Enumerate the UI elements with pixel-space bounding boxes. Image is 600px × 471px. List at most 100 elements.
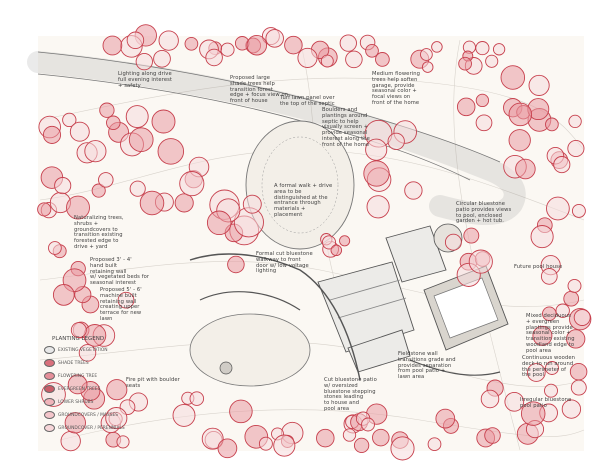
note-line: plantings around: [322, 112, 368, 119]
tree-canopy: [484, 427, 501, 444]
note-line: groundcovers to: [74, 226, 118, 233]
tree-canopy: [172, 403, 196, 427]
tree-canopy: [174, 193, 194, 213]
note-line: drive + yard: [74, 243, 108, 250]
legend-label: EXISTING VEGETATION: [58, 347, 108, 353]
tree-canopy: [508, 102, 533, 127]
note-line: pool patio: [520, 402, 547, 409]
note-line: Continuous wooden: [522, 355, 576, 361]
note-line: door w/ low voltage: [256, 262, 309, 269]
legend-label: GROUNDCOVER / PERENNIALS: [58, 425, 125, 431]
note-line: garden + hot tub.: [456, 218, 505, 225]
tree-canopy: [568, 114, 582, 129]
tree-canopy: [387, 132, 405, 151]
tree-canopy: [265, 29, 284, 48]
tree-canopy: [60, 430, 81, 452]
note-line: Naturalizing trees,: [74, 215, 124, 221]
tree-canopy: [205, 48, 223, 67]
note-line: stones leading: [324, 394, 364, 401]
note-line: Cut bluestone patio: [324, 377, 377, 383]
tree-canopy: [98, 172, 114, 188]
tree-canopy: [542, 306, 557, 321]
tree-canopy: [563, 290, 580, 307]
tree-canopy: [330, 244, 343, 257]
tree-canopy: [284, 35, 303, 55]
note-line: seasonal color +: [526, 330, 571, 337]
note-line: terrace for new: [100, 310, 142, 317]
tree-canopy: [48, 241, 62, 255]
tree-canopy: [545, 361, 559, 375]
tree-canopy: [116, 435, 130, 449]
fire-pit-terrace: [189, 313, 311, 387]
tree-canopy: [528, 74, 550, 96]
note-line: + evergreen: [526, 318, 560, 325]
note-line: pool area: [526, 347, 552, 354]
legend-swatch-icon: [44, 424, 55, 432]
note-line: Lighting along drive: [118, 71, 172, 77]
tree-canopy: [500, 65, 526, 90]
legend-item: EXISTING VEGETATION: [44, 346, 108, 354]
retaining-walls: [189, 253, 361, 381]
note-line: walkway to front: [256, 256, 301, 263]
note-line: garage, provide: [372, 82, 415, 89]
tree-canopy: [179, 171, 205, 197]
tree-canopy: [151, 109, 176, 134]
tree-canopy: [375, 52, 390, 67]
tree-canopy: [321, 235, 337, 250]
tree-canopy: [361, 417, 375, 432]
note-line: hand built: [90, 262, 118, 269]
tree-canopy: [64, 412, 86, 434]
note-line: edge + focus view on: [230, 92, 289, 99]
note-line: machine built: [100, 292, 137, 299]
tree-canopies: [37, 24, 592, 461]
note-naturalizing: Naturalizing trees,shrubs +groundcovers …: [74, 215, 124, 251]
tree-canopy: [125, 105, 149, 129]
house: [317, 225, 447, 373]
note-line: transition existing: [526, 336, 575, 343]
tree-canopy: [242, 194, 262, 214]
note-line: front of the home: [322, 141, 370, 148]
tree-canopy: [106, 379, 128, 401]
note-line: the top of the septic: [280, 100, 335, 107]
tree-canopy: [475, 93, 490, 108]
note-line: from pool patio +: [398, 368, 446, 375]
lawn-oval: [245, 120, 355, 250]
note-line: w/ vegetated beds for: [90, 274, 150, 281]
note-line: lighting: [256, 268, 277, 275]
tree-canopy: [189, 391, 205, 406]
legend-title: PLANTING LEGEND: [52, 336, 105, 342]
tree-canopy: [468, 249, 493, 274]
tree-canopy: [363, 160, 390, 187]
tree-canopy: [99, 102, 115, 118]
legend-label: GROUNDCOVERS / MASSES: [58, 412, 119, 418]
note-line: Proposed 5' - 6': [100, 287, 142, 293]
tree-canopy: [456, 97, 476, 117]
note-line: bluestone stepping: [324, 388, 376, 395]
note-line: Proposed large: [230, 75, 271, 81]
tree-canopy: [258, 436, 273, 451]
legend-item: GROUNDCOVERS / MASSES: [44, 411, 118, 419]
tree-canopy: [42, 125, 62, 144]
tree-canopy: [508, 129, 531, 152]
legend-item: GROUNDCOVER / PERENNIALS: [44, 424, 125, 432]
tree-canopy: [229, 399, 253, 424]
note-line: Irregular bluestone: [520, 397, 572, 403]
note-line: front of the home: [372, 99, 420, 106]
legend-swatch-icon: [44, 385, 55, 393]
tree-canopy: [135, 52, 153, 71]
tree-canopy: [206, 210, 232, 236]
legend-swatch-icon: [44, 398, 55, 406]
tree-canopy: [320, 54, 334, 68]
tree-canopy: [52, 284, 75, 306]
note-line: septic to help: [322, 118, 359, 125]
tree-canopy: [444, 233, 462, 251]
tree-canopy: [126, 31, 145, 50]
tree-canopy: [62, 112, 77, 128]
tree-canopy: [570, 379, 587, 396]
note-line: Proposed 3' - 4': [90, 257, 132, 263]
tree-canopy: [567, 139, 585, 158]
tree-canopy: [69, 121, 90, 142]
tree-canopy: [345, 50, 363, 69]
